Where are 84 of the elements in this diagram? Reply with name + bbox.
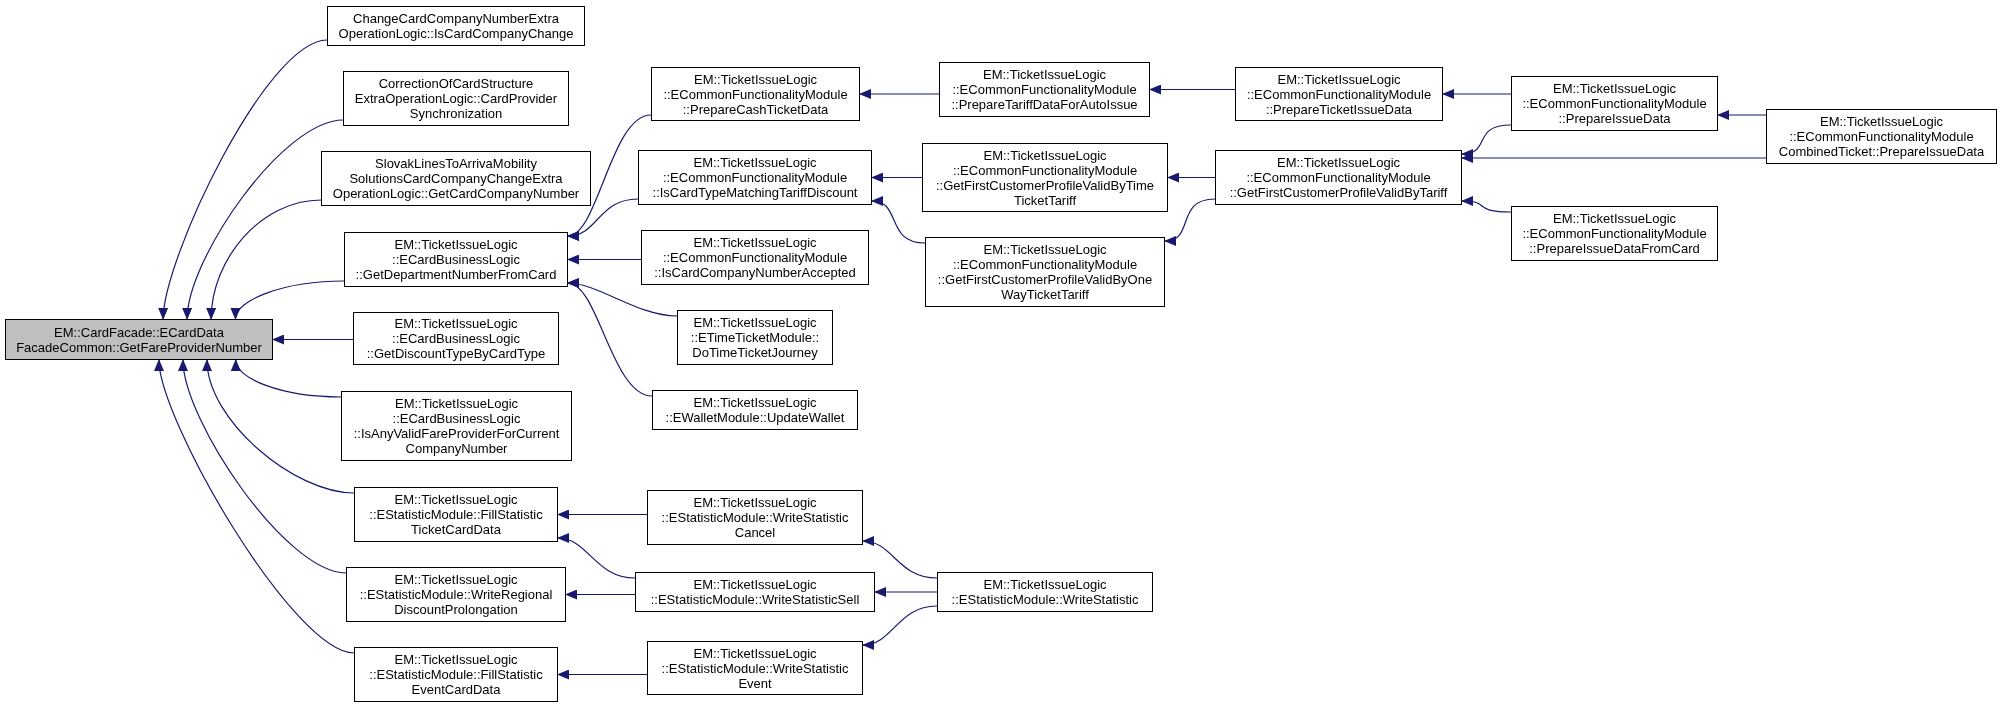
function-box — [354, 647, 558, 702]
function-box — [641, 230, 869, 285]
function-name: CorrectionOfCardStructure ExtraOperationLogic::CardProvider Synchronization — [353, 76, 559, 121]
arrow — [1149, 84, 1236, 95]
arrow — [159, 39, 328, 320]
function-box — [939, 62, 1150, 117]
function-name: EM::TicketIssueLogic ::EWalletModule::UpdateWallet — [664, 395, 846, 425]
function-name: EM::TicketIssueLogic ::ECommonFunctionalityModule ::IsCardCompanyNumberAccepted — [653, 235, 857, 280]
function-box — [651, 67, 860, 121]
function-box — [1215, 150, 1462, 205]
arrow — [862, 537, 938, 579]
function-name: EM::TicketIssueLogic ::EStatisticModule::WriteStatistic Event — [660, 645, 850, 691]
function-name: EM::CardFacade::ECardData FacadeCommon::GetFareProviderNumber — [15, 324, 263, 355]
function-name: ChangeCardCompanyNumberExtra OperationLogic::IsCardCompanyChange — [337, 11, 575, 41]
arrow — [874, 587, 938, 597]
function-name: EM::TicketIssueLogic ::ECommonFunctionalityModule CombinedTicket::PrepareIssueData — [1777, 114, 1986, 159]
arrow — [1442, 89, 1512, 99]
arrow — [233, 359, 342, 398]
function-name: EM::TicketIssueLogic ::ECommonFunctionalityModule ::GetFirstCustomerProfileValidByOne WayTicketTariff — [936, 242, 1154, 302]
arrow — [1164, 198, 1216, 245]
function-box — [346, 567, 566, 622]
function-name: EM::TicketIssueLogic ::ECommonFunctionalityModule ::PrepareIssueDataFromCard — [1521, 211, 1708, 256]
arrow — [1461, 124, 1512, 158]
arrow — [557, 534, 636, 579]
arrow — [871, 197, 926, 244]
function-name: SlovakLinesToArrivaMobility SolutionsCardCompanyChangeExtra OperationLogic::GetCardCompanyNumber — [331, 156, 581, 201]
arrow — [183, 119, 344, 320]
function-name: EM::TicketIssueLogic ::ECommonFunctionalityModule ::PrepareIssueData — [1521, 81, 1708, 126]
function-box — [922, 143, 1168, 212]
arrow — [232, 280, 345, 320]
function-name: EM::TicketIssueLogic ::ETimeTicketModule:: DoTimeTicketJourney — [689, 315, 821, 360]
function-name: EM::TicketIssueLogic ::ECommonFunctionalityModule ::PrepareTicketIssueData — [1245, 71, 1433, 117]
function-name: EM::TicketIssueLogic ::EStatisticModule::FillStatistic EventCardData — [368, 652, 544, 697]
arrow — [1461, 196, 1512, 213]
arrow — [567, 198, 639, 240]
arrow — [155, 359, 355, 654]
function-box — [344, 232, 568, 287]
arrow — [203, 359, 355, 494]
function-name: EM::TicketIssueLogic ::ECommonFunctionalityModule ::GetFirstCustomerProfileValidByTime TicketTariff — [934, 147, 1156, 208]
arrow — [1167, 172, 1216, 183]
function-box — [1511, 76, 1718, 131]
function-name: EM::TicketIssueLogic ::EStatisticModule::FillStatistic TicketCardData — [368, 492, 544, 537]
arrow — [859, 89, 940, 99]
function-box — [652, 390, 858, 430]
function-box — [321, 151, 591, 206]
function-box — [1766, 109, 1997, 164]
function-box — [638, 150, 872, 205]
arrow — [1717, 110, 1767, 120]
arrow — [557, 509, 648, 520]
function-name: EM::TicketIssueLogic ::EStatisticModule::WriteStatistic Cancel — [660, 495, 850, 540]
function-box — [1235, 67, 1443, 121]
arrow — [567, 254, 642, 265]
arrow — [871, 172, 923, 183]
function-box — [341, 391, 572, 461]
function-box — [647, 490, 863, 545]
function-box — [5, 319, 273, 360]
function-box — [353, 312, 559, 365]
arrow — [206, 199, 322, 320]
arrow — [567, 281, 653, 397]
function-box — [354, 487, 558, 542]
arrow — [565, 589, 636, 600]
function-box — [677, 310, 833, 365]
function-name: EM::TicketIssueLogic ::EStatisticModule::WriteRegional DiscountProlongation — [358, 572, 554, 617]
function-box — [343, 71, 569, 126]
function-name: EM::TicketIssueLogic ::EStatisticModule::WriteStatistic — [950, 577, 1140, 607]
function-name: EM::TicketIssueLogic ::EStatisticModule::WriteStatisticSell — [649, 577, 861, 607]
function-name: EM::TicketIssueLogic ::ECommonFunctionalityModule ::IsCardTypeMatchingTariffDiscount — [651, 155, 859, 200]
function-name: EM::TicketIssueLogic ::ECommonFunctionalityModule ::PrepareCashTicketData — [662, 71, 849, 117]
arrow — [179, 359, 347, 574]
arrow — [1461, 153, 1767, 163]
function-box — [327, 6, 585, 46]
function-name: EM::TicketIssueLogic ::ECommonFunctionalityModule ::GetFirstCustomerProfileValidByTariff — [1228, 155, 1449, 200]
function-name: EM::TicketIssueLogic ::ECommonFunctionalityModule ::PrepareTariffDataForAutoIssue — [950, 67, 1139, 112]
function-box — [937, 572, 1153, 612]
arrow — [272, 334, 354, 345]
function-name: EM::TicketIssueLogic ::ECardBusinessLogic ::IsAnyValidFareProviderForCurrent CompanyNumber — [352, 396, 561, 456]
function-name: EM::TicketIssueLogic ::ECardBusinessLogic ::GetDepartmentNumberFromCard — [354, 237, 558, 282]
arrow — [862, 605, 938, 649]
function-box — [925, 237, 1165, 307]
function-box — [1511, 206, 1718, 261]
function-box — [647, 641, 863, 695]
function-name: EM::TicketIssueLogic ::ECardBusinessLogic ::GetDiscountTypeByCardType — [365, 316, 547, 361]
function-box — [635, 572, 875, 612]
arrow — [557, 669, 648, 680]
